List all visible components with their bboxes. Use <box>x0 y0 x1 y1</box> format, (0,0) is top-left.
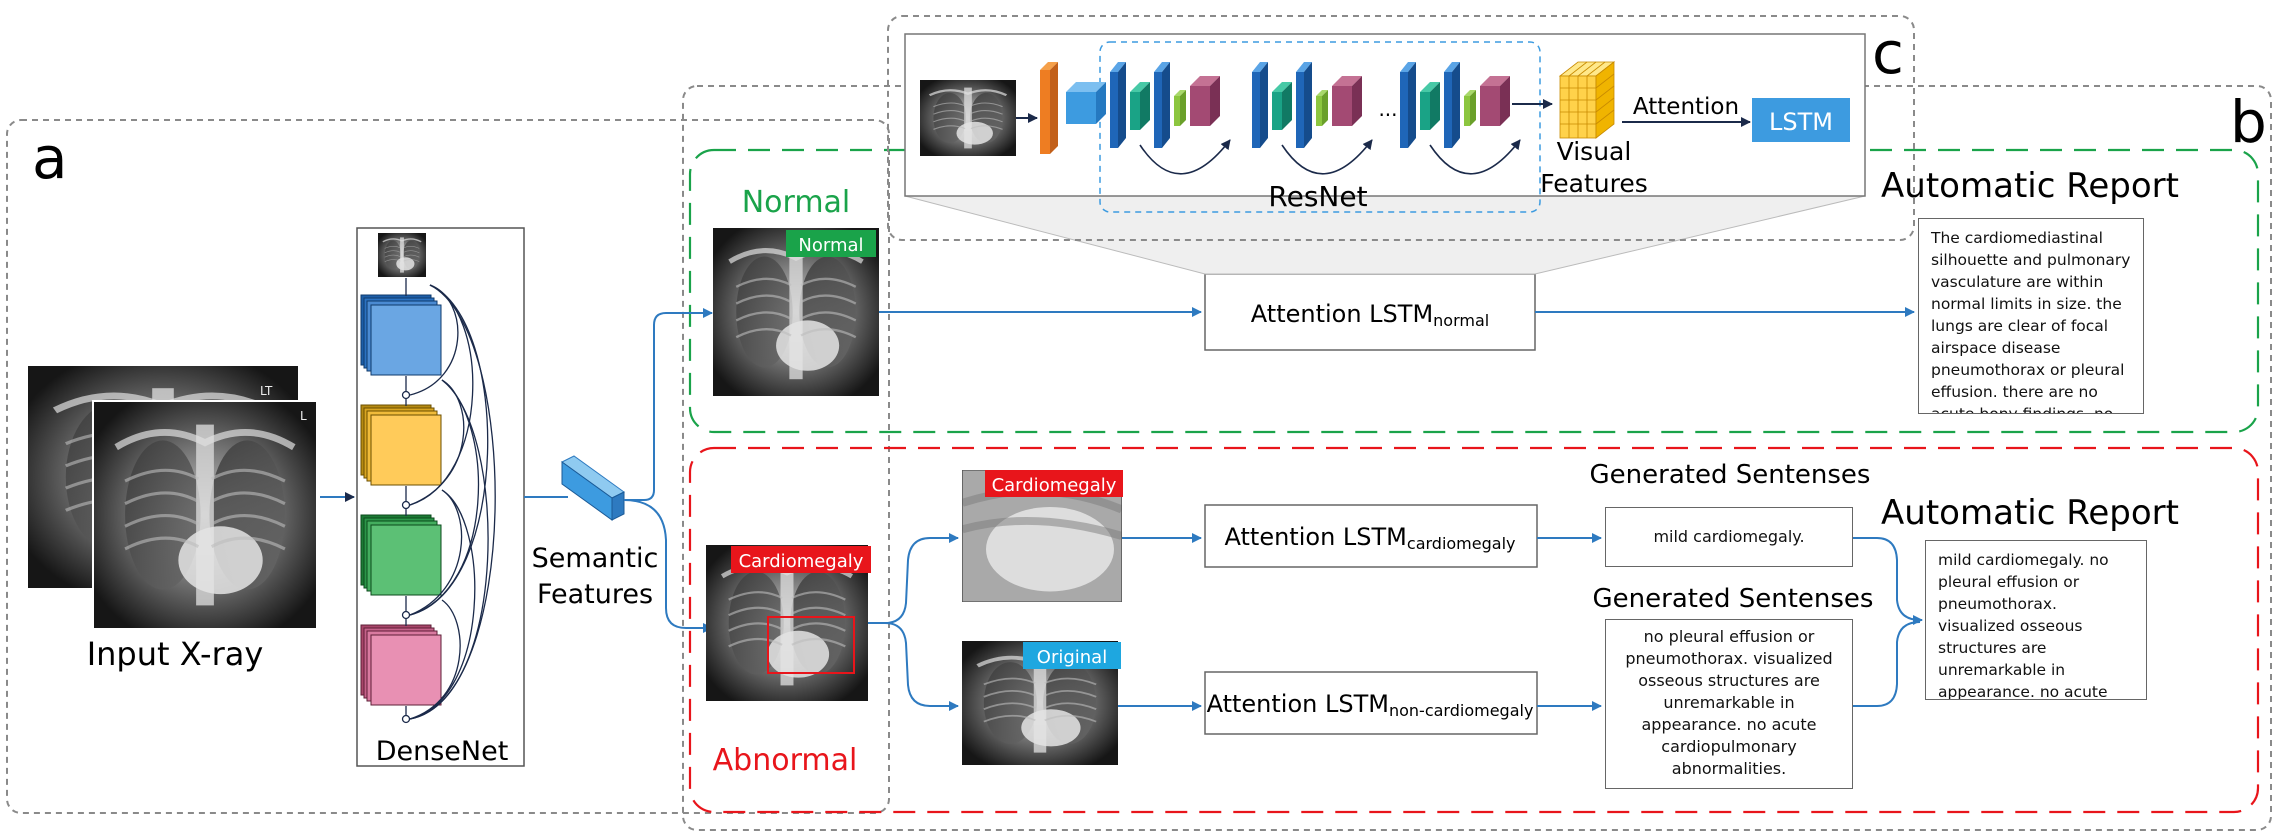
abnormal-branch-frame <box>688 446 2260 814</box>
non-cardiomegaly-lstm-box <box>1204 671 1538 735</box>
densenet-block-yellow <box>360 404 442 486</box>
normal-lstm-sub: normal <box>1433 311 1489 330</box>
lstm-block <box>1752 98 1850 142</box>
abnormal-report-text: mild cardiomegaly. no pleural effusion o… <box>1938 551 2109 700</box>
densenet-label: DenseNet <box>376 736 509 767</box>
semantic-feature-vector <box>561 455 625 521</box>
visual-features-label-line1: Visual <box>1557 137 1632 166</box>
lstm-block-label: LSTM <box>1769 108 1833 136</box>
cardiomegaly-lstm-sub: cardiomegaly <box>1407 534 1516 553</box>
densenet-block-blue <box>360 294 442 376</box>
generated-sentence-text-1: mild cardiomegaly. <box>1653 527 1805 546</box>
cardiomegaly-roi-box <box>767 616 855 674</box>
non-cardiomegaly-lstm-main: Attention LSTM <box>1207 690 1389 718</box>
semantic-features-label-line1: Semantic <box>532 543 659 574</box>
xray-marker-l: L <box>300 409 307 423</box>
non-cardiomegaly-lstm-sub: non-cardiomegaly <box>1389 701 1533 720</box>
xray-marker-lt: LT <box>260 384 273 398</box>
cardiomegaly-crop-tag <box>985 470 1123 497</box>
normal-tag-text: Normal <box>798 235 863 256</box>
normal-tag <box>786 230 876 257</box>
resnet-block-2 <box>1252 62 1373 175</box>
original-tag-text: Original <box>1037 647 1107 668</box>
normal-report-text: The cardiomediastinal silhouette and pul… <box>1931 229 2131 414</box>
cardiomegaly-lstm-label: Attention LSTMcardiomegaly <box>1225 523 1516 553</box>
densenet-block-pink <box>360 624 442 706</box>
abnormal-branch-title: Abnormal <box>713 743 858 778</box>
panel-c-frame <box>887 15 1915 241</box>
abnormal-split-arrows <box>868 533 959 624</box>
panel-label-a: a <box>32 124 68 192</box>
generated-sentence-box-2: no pleural effusion or pneumothorax. vis… <box>1605 619 1853 789</box>
resnet-ellipsis: ... <box>1378 97 1397 121</box>
resnet-stem <box>1040 62 1106 154</box>
abnormal-report-title: Automatic Report <box>1881 493 2179 533</box>
normal-branch-title: Normal <box>742 185 851 220</box>
normal-report-box: The cardiomediastinal silhouette and pul… <box>1918 218 2144 414</box>
abnormal-report-box: mild cardiomegaly. no pleural effusion o… <box>1925 540 2147 700</box>
attention-label: Attention <box>1633 94 1739 120</box>
visual-features-label-line2: Features <box>1540 169 1648 198</box>
abnormal-split-arrow-lower <box>868 622 959 711</box>
cardiomegaly-lstm-main: Attention LSTM <box>1225 523 1407 551</box>
panel-b-frame <box>682 85 2272 831</box>
resnet-dashed-frame <box>1099 41 1541 213</box>
non-cardiomegaly-lstm-label: Attention LSTMnon-cardiomegaly <box>1207 690 1534 720</box>
generated-sentence-box-1: mild cardiomegaly. <box>1605 507 1853 567</box>
semantic-to-abnormal-arrow <box>623 499 713 633</box>
sentences-merge-arrow-lower <box>1853 621 1921 707</box>
normal-report-title: Automatic Report <box>1881 166 2179 206</box>
normal-lstm-label: Attention LSTMnormal <box>1251 300 1489 330</box>
resnet-block-1 <box>1110 62 1231 175</box>
resnet-panel <box>904 33 1866 197</box>
densenet-connections <box>401 278 496 724</box>
resnet-input-thumb <box>920 80 1016 156</box>
panel-label-b: b <box>2230 88 2267 156</box>
cardiomegaly-lstm-box <box>1204 504 1538 568</box>
original-tag <box>1023 642 1121 669</box>
semantic-features-label-line2: Features <box>537 579 653 610</box>
visual-features-grid <box>1558 61 1616 139</box>
densenet-input-thumb <box>378 233 426 277</box>
resnet-block-3 <box>1400 62 1521 175</box>
generated-sentences-title-2: Generated Sentenses <box>1593 584 1874 614</box>
resnet-label: ResNet <box>1268 180 1367 213</box>
generated-sentences-title-1: Generated Sentenses <box>1590 460 1871 490</box>
cardiomegaly-crop-tag-text: Cardiomegaly <box>992 475 1117 496</box>
densenet-block-green <box>360 514 442 596</box>
panel-label-c: c <box>1872 19 1904 87</box>
generated-sentence-text-2: no pleural effusion or pneumothorax. vis… <box>1625 627 1833 778</box>
normal-lstm-main: Attention LSTM <box>1251 300 1433 328</box>
sentences-merge-arrow <box>1853 537 1923 625</box>
zoom-wedge <box>904 195 1866 275</box>
abnormal-tag <box>731 546 871 573</box>
semantic-to-normal-arrow <box>624 308 713 501</box>
input-xray-label: Input X-ray <box>87 635 264 673</box>
abnormal-tag-text: Cardiomegaly <box>739 551 864 572</box>
input-xray-stack: LT L <box>28 366 318 630</box>
